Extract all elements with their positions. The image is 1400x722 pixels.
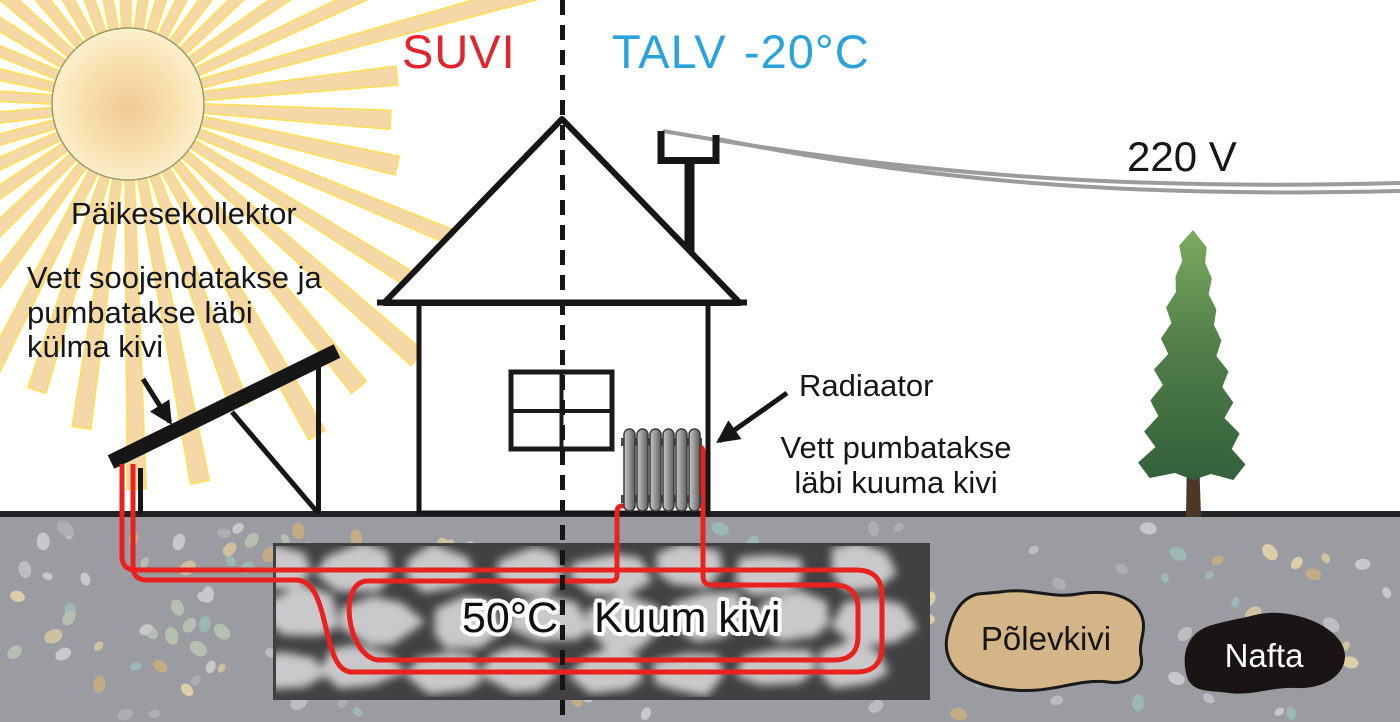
solar-collector-icon (107, 344, 341, 515)
power-line-wire (712, 136, 1400, 195)
radiator-pipe-loop (346, 443, 861, 663)
power-line-wire (662, 129, 1400, 187)
winter-label: TALV (612, 25, 727, 78)
hot-rock-layer (273, 543, 930, 700)
collector-arrow (140, 377, 173, 425)
winter-temperature: -20°C (744, 25, 870, 78)
oil-shale-label: Põlevkivi (980, 620, 1112, 657)
collector-pipe-loop (119, 464, 885, 675)
oil-shale-deposit (944, 589, 1146, 692)
collector-note: Vett soojendatakse ja pumbatakse läbi kü… (27, 260, 322, 365)
collector-brace (230, 410, 320, 515)
collector-panel (107, 344, 341, 469)
sun-icon (51, 27, 205, 181)
hot-rock-label: Kuum kivi (594, 594, 781, 642)
tree-icon (1138, 230, 1246, 517)
radiator-note: Vett pumbatakse läbi kuuma kivi (780, 430, 1012, 500)
power-mast (657, 131, 720, 252)
summer-label: SUVI (402, 25, 516, 78)
oil-label: Nafta (1224, 637, 1304, 674)
oil-deposit (1184, 612, 1345, 694)
radiator-icon (621, 428, 702, 512)
radiator-label: Radiaator (799, 368, 934, 403)
solar-collector-label: Päikesekollektor (71, 196, 297, 231)
voltage-label: 220 V (1127, 133, 1237, 180)
rock-temperature: 50°C (462, 594, 559, 642)
radiator-arrow (716, 390, 789, 444)
